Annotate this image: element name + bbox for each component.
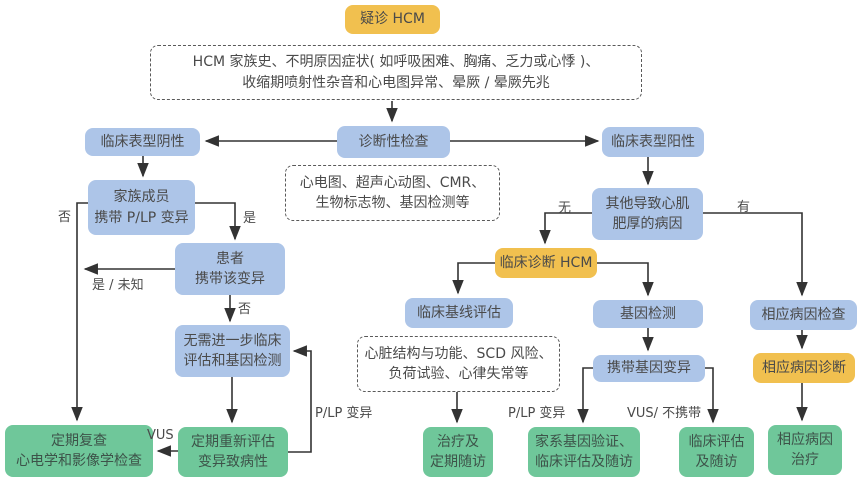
edge-family-yes-to-patient — [195, 202, 241, 241]
edge-label-wu: 无 — [558, 201, 572, 216]
node-diagnostic-test: 诊断性检查 — [337, 126, 450, 158]
node-family-validation: 家系基因验证、 临床评估及随访 — [528, 427, 640, 477]
edge-clinicaldx-to-baseline — [452, 262, 495, 295]
edge-label-yes-unknown: 是 / 未知 — [92, 278, 144, 293]
node-phenotype-positive: 临床表型阳性 — [602, 127, 704, 157]
node-patient-carries-variant: 患者 携带该变异 — [175, 243, 285, 295]
edge-family-no-to-periodic — [71, 202, 88, 422]
edge-carries-vus-to-clinicaleval — [705, 367, 719, 424]
edge-label-vus-notcarry: VUS/ 不携带 — [627, 406, 702, 421]
edge-label-plp-feedback: P/LP 变异 — [315, 406, 373, 421]
node-suspect-hcm: 疑诊 HCM — [345, 5, 440, 34]
edge-reassess-plp-feedback — [288, 345, 312, 453]
edge-label-plp-family: P/LP 变异 — [508, 406, 566, 421]
edge-othercauses-wu-to-clinicaldx — [539, 212, 592, 245]
node-etiology-exam: 相应病因检查 — [750, 300, 857, 330]
node-etiology-diagnosis: 相应病因诊断 — [753, 353, 855, 383]
edge-carries-plp-to-familyvalidation — [577, 367, 593, 424]
edge-label-yes-right: 是 — [243, 211, 257, 226]
edge-label-you: 有 — [737, 200, 751, 215]
node-periodic-review: 定期复查 心电学和影像学检查 — [5, 425, 153, 477]
node-test-methods: 心电图、超声心动图、CMR、 生物标志物、基因检测等 — [285, 165, 500, 221]
edge-othercauses-you-to-etiologyexam — [703, 212, 808, 297]
edge-clinicaldx-to-genetest — [597, 262, 654, 297]
node-baseline-evaluation: 临床基线评估 — [405, 298, 513, 328]
node-evaluation-items: 心脏结构与功能、SCD 风险、 负荷试验、心律失常等 — [357, 336, 560, 392]
node-etiology-treatment: 相应病因 治疗 — [768, 425, 842, 475]
node-treat-followup: 治疗及 定期随访 — [423, 427, 493, 477]
node-clinical-eval-followup: 临床评估 及随访 — [679, 427, 754, 477]
node-carries-gene-variant: 携带基因变异 — [593, 355, 705, 382]
node-clinical-diagnosis-hcm: 临床诊断 HCM — [495, 248, 597, 278]
node-phenotype-negative: 临床表型阴性 — [85, 128, 200, 156]
edge-label-no-down: 否 — [238, 302, 252, 317]
node-family-member-variant: 家族成员 携带 P/LP 变异 — [88, 180, 195, 235]
node-gene-test: 基因检测 — [593, 300, 703, 328]
edge-label-vus: VUS — [147, 428, 174, 443]
node-no-further-eval: 无需进一步临床 评估和基因检测 — [175, 325, 290, 377]
node-reassess-pathogenicity: 定期重新评估 变异致病性 — [178, 427, 288, 477]
edge-label-no-left: 否 — [58, 210, 72, 225]
node-criteria-details: HCM 家族史、不明原因症状( 如呼吸困难、胸痛、乏力或心悸 )、 收缩期喷射性… — [150, 45, 642, 100]
node-other-causes: 其他导致心肌 肥厚的病因 — [592, 188, 703, 240]
